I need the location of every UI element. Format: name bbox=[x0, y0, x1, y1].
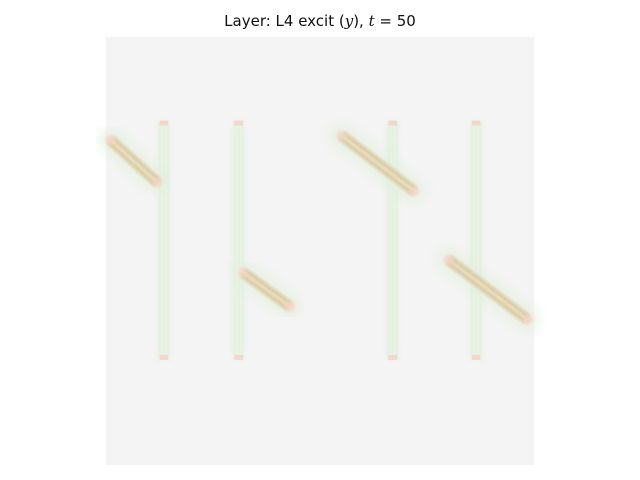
diagonal-stroke-3 bbox=[229, 259, 304, 320]
title-middle: ), bbox=[353, 12, 369, 30]
heatmap-features bbox=[97, 120, 541, 360]
vertical-bar-6 bbox=[470, 120, 483, 360]
title-prefix: Layer: L4 excit ( bbox=[224, 12, 345, 30]
diagonal-stroke-7 bbox=[435, 246, 541, 333]
title-variable-y: y bbox=[344, 12, 354, 30]
vertical-bar-0 bbox=[157, 120, 170, 360]
title-variable-t: t bbox=[368, 12, 375, 30]
heatmap-area bbox=[106, 37, 534, 465]
chart-title: Layer: L4 excit (y), t = 50 bbox=[0, 12, 640, 30]
diagonal-stroke-5 bbox=[328, 122, 428, 205]
diagonal-stroke-1 bbox=[97, 126, 171, 196]
vertical-bar-4 bbox=[386, 120, 399, 360]
title-suffix: = 50 bbox=[374, 12, 416, 30]
vertical-bar-2 bbox=[232, 120, 245, 360]
